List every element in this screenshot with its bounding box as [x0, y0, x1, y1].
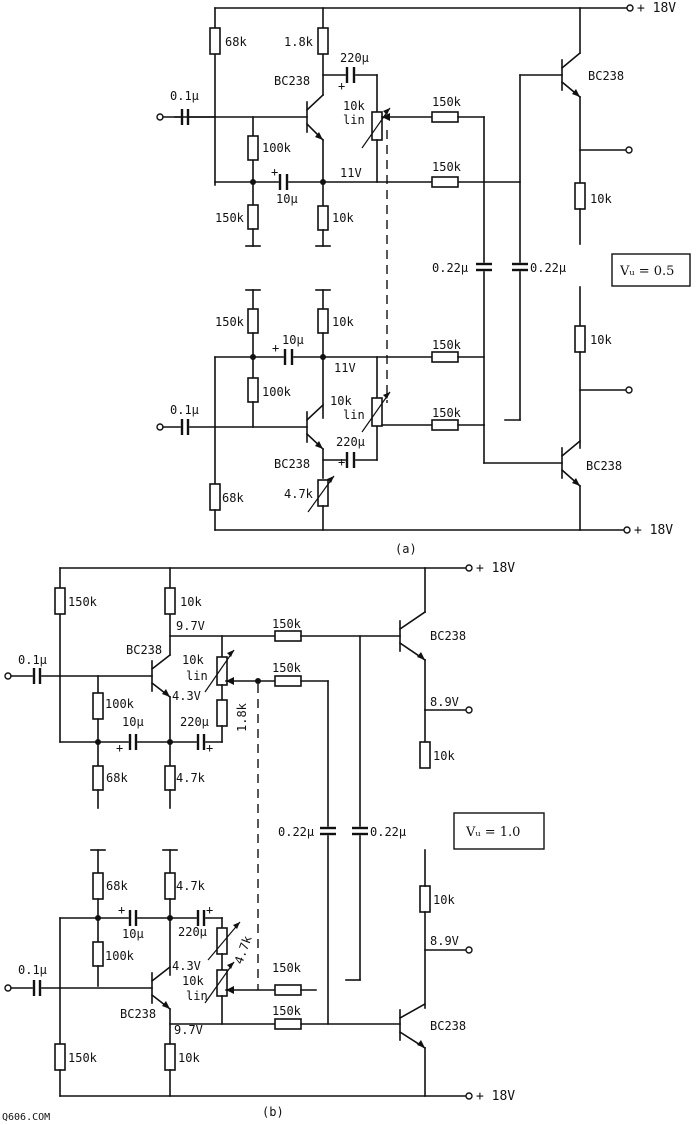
svg-text:+: + [271, 165, 278, 179]
c0-1-bot-b-label: 0.1μ [18, 963, 47, 977]
r1-8k-b-label: 1.8k [235, 702, 249, 732]
pot-bot-type: lin [343, 408, 365, 422]
svg-text:+: + [272, 341, 279, 355]
r4-7k-var-b-label: 4.7k [232, 933, 255, 966]
r10k-out-top-b-label: 10k [433, 749, 455, 763]
c022-b-b-label: 0.22μ [370, 825, 406, 839]
v11-bot-label: 11V [334, 361, 356, 375]
pot-top-type: lin [343, 113, 365, 127]
r150k-b-label: 150k [432, 160, 462, 174]
gain-box-b: Vᵤ = 1.0 [465, 825, 520, 840]
r150k-b-b-label: 150k [272, 661, 302, 675]
pot-bot-b-type: lin [186, 989, 208, 1003]
r150k-a-label: 150k [432, 95, 462, 109]
watermark: Q606.COM [2, 1112, 50, 1123]
r150k-top-b-label: 150k [68, 595, 98, 609]
r4-7k-bot-b-label: 4.7k [176, 879, 206, 893]
r1-8k-label: 1.8k [284, 35, 314, 49]
c10-bot-label: 10μ [282, 333, 304, 347]
caption-b: (b) [262, 1105, 284, 1119]
c0-1-top-label: 0.1μ [170, 89, 199, 103]
svg-text:+: + [206, 903, 213, 917]
r10k-bot-b-label: 10k [178, 1051, 200, 1065]
bc238-q3-label: BC238 [274, 457, 310, 471]
r10k-out-bot-label: 10k [590, 333, 612, 347]
r68k-bot-b-label: 68k [106, 879, 128, 893]
bc238-out-bot-label: BC238 [586, 459, 622, 473]
supply-label-b-bottom: + 18V [476, 1089, 515, 1104]
pot-top-value: 10k [343, 99, 365, 113]
r150k-d-label: 150k [432, 406, 462, 420]
r10k-top-low-label: 10k [332, 211, 354, 225]
c220-top-b-label: 220μ [180, 715, 209, 729]
c0-1-bot-label: 0.1μ [170, 403, 199, 417]
r150k-a-b-label: 150k [272, 617, 302, 631]
r68k-top-label: 68k [225, 35, 247, 49]
c220-bot-label: 220μ [336, 435, 365, 449]
r150k-c-b-label: 150k [272, 961, 302, 975]
v8-9-top-label: 8.9V [430, 695, 459, 709]
c022-a-b-label: 0.22μ [278, 825, 314, 839]
c10-top-b-label: 10μ [122, 715, 144, 729]
r68k-bot-label: 68k [222, 491, 244, 505]
r100k-top-label: 100k [262, 141, 292, 155]
c0-1-top-b-label: 0.1μ [18, 653, 47, 667]
r68k-top-b-label: 68k [106, 771, 128, 785]
bc238-q1-label: BC238 [274, 74, 310, 88]
svg-text:+: + [116, 741, 123, 755]
r150k-bot-b-label: 150k [68, 1051, 98, 1065]
gain-box-a: Vᵤ = 0.5 [619, 264, 674, 279]
circuit-a: + 18V 68k 1.8k BC238 + 220μ 0.1μ 100k + … [156, 1, 691, 556]
svg-text:+: + [206, 741, 213, 755]
supply-label-b-top: + 18V [476, 561, 515, 576]
r10k-out-bot-b-label: 10k [433, 893, 455, 907]
r100k-bot-label: 100k [262, 385, 292, 399]
v11-top-label: 11V [340, 166, 362, 180]
r10k-out-top-label: 10k [590, 192, 612, 206]
r100k-bot-b-label: 100k [105, 949, 135, 963]
pot-top-b-value: 10k [182, 653, 204, 667]
svg-text:+: + [338, 79, 345, 93]
r10k-top-b-label: 10k [180, 595, 202, 609]
pot-bot-b-value: 10k [182, 974, 204, 988]
r4-7k-top-b-label: 4.7k [176, 771, 206, 785]
r150k-bot-high-label: 150k [215, 315, 245, 329]
c022-a-label: 0.22μ [432, 261, 468, 275]
v4-3-bot-label: 4.3V [172, 959, 201, 973]
r100k-top-b-label: 100k [105, 697, 135, 711]
v9-7-top-label: 9.7V [176, 619, 205, 633]
c10-top-label: 10μ [276, 192, 298, 206]
bc238-q3-b-label: BC238 [120, 1007, 156, 1021]
bc238-out-top-b-label: BC238 [430, 629, 466, 643]
r10k-bot-high-label: 10k [332, 315, 354, 329]
svg-text:+: + [338, 455, 345, 469]
supply-label-a-bottom: + 18V [634, 523, 673, 538]
c220-top-label: 220μ [340, 51, 369, 65]
v9-7-bot-label: 9.7V [174, 1023, 203, 1037]
bc238-q1-b-label: BC238 [126, 643, 162, 657]
caption-a: (a) [395, 542, 417, 556]
v8-9-bot-label: 8.9V [430, 934, 459, 948]
r150k-d-b-label: 150k [272, 1004, 302, 1018]
r4-7k-var-label: 4.7k [284, 487, 314, 501]
pot-top-b-type: lin [186, 669, 208, 683]
c10-bot-b-label: 10μ [122, 927, 144, 941]
circuit-b: + 18V 150k 10k 9.7V 150k BC238 8.9V 10k … [4, 561, 545, 1119]
pot-bot-value: 10k [330, 394, 352, 408]
supply-label-a-top: + 18V [637, 1, 676, 16]
svg-text:+: + [118, 903, 125, 917]
v4-3-top-label: 4.3V [172, 689, 201, 703]
c022-b-label: 0.22μ [530, 261, 566, 275]
r150k-top-low-label: 150k [215, 211, 245, 225]
bc238-out-top-label: BC238 [588, 69, 624, 83]
c220-bot-b-label: 220μ [178, 925, 207, 939]
bc238-out-bot-b-label: BC238 [430, 1019, 466, 1033]
r150k-c-label: 150k [432, 338, 462, 352]
